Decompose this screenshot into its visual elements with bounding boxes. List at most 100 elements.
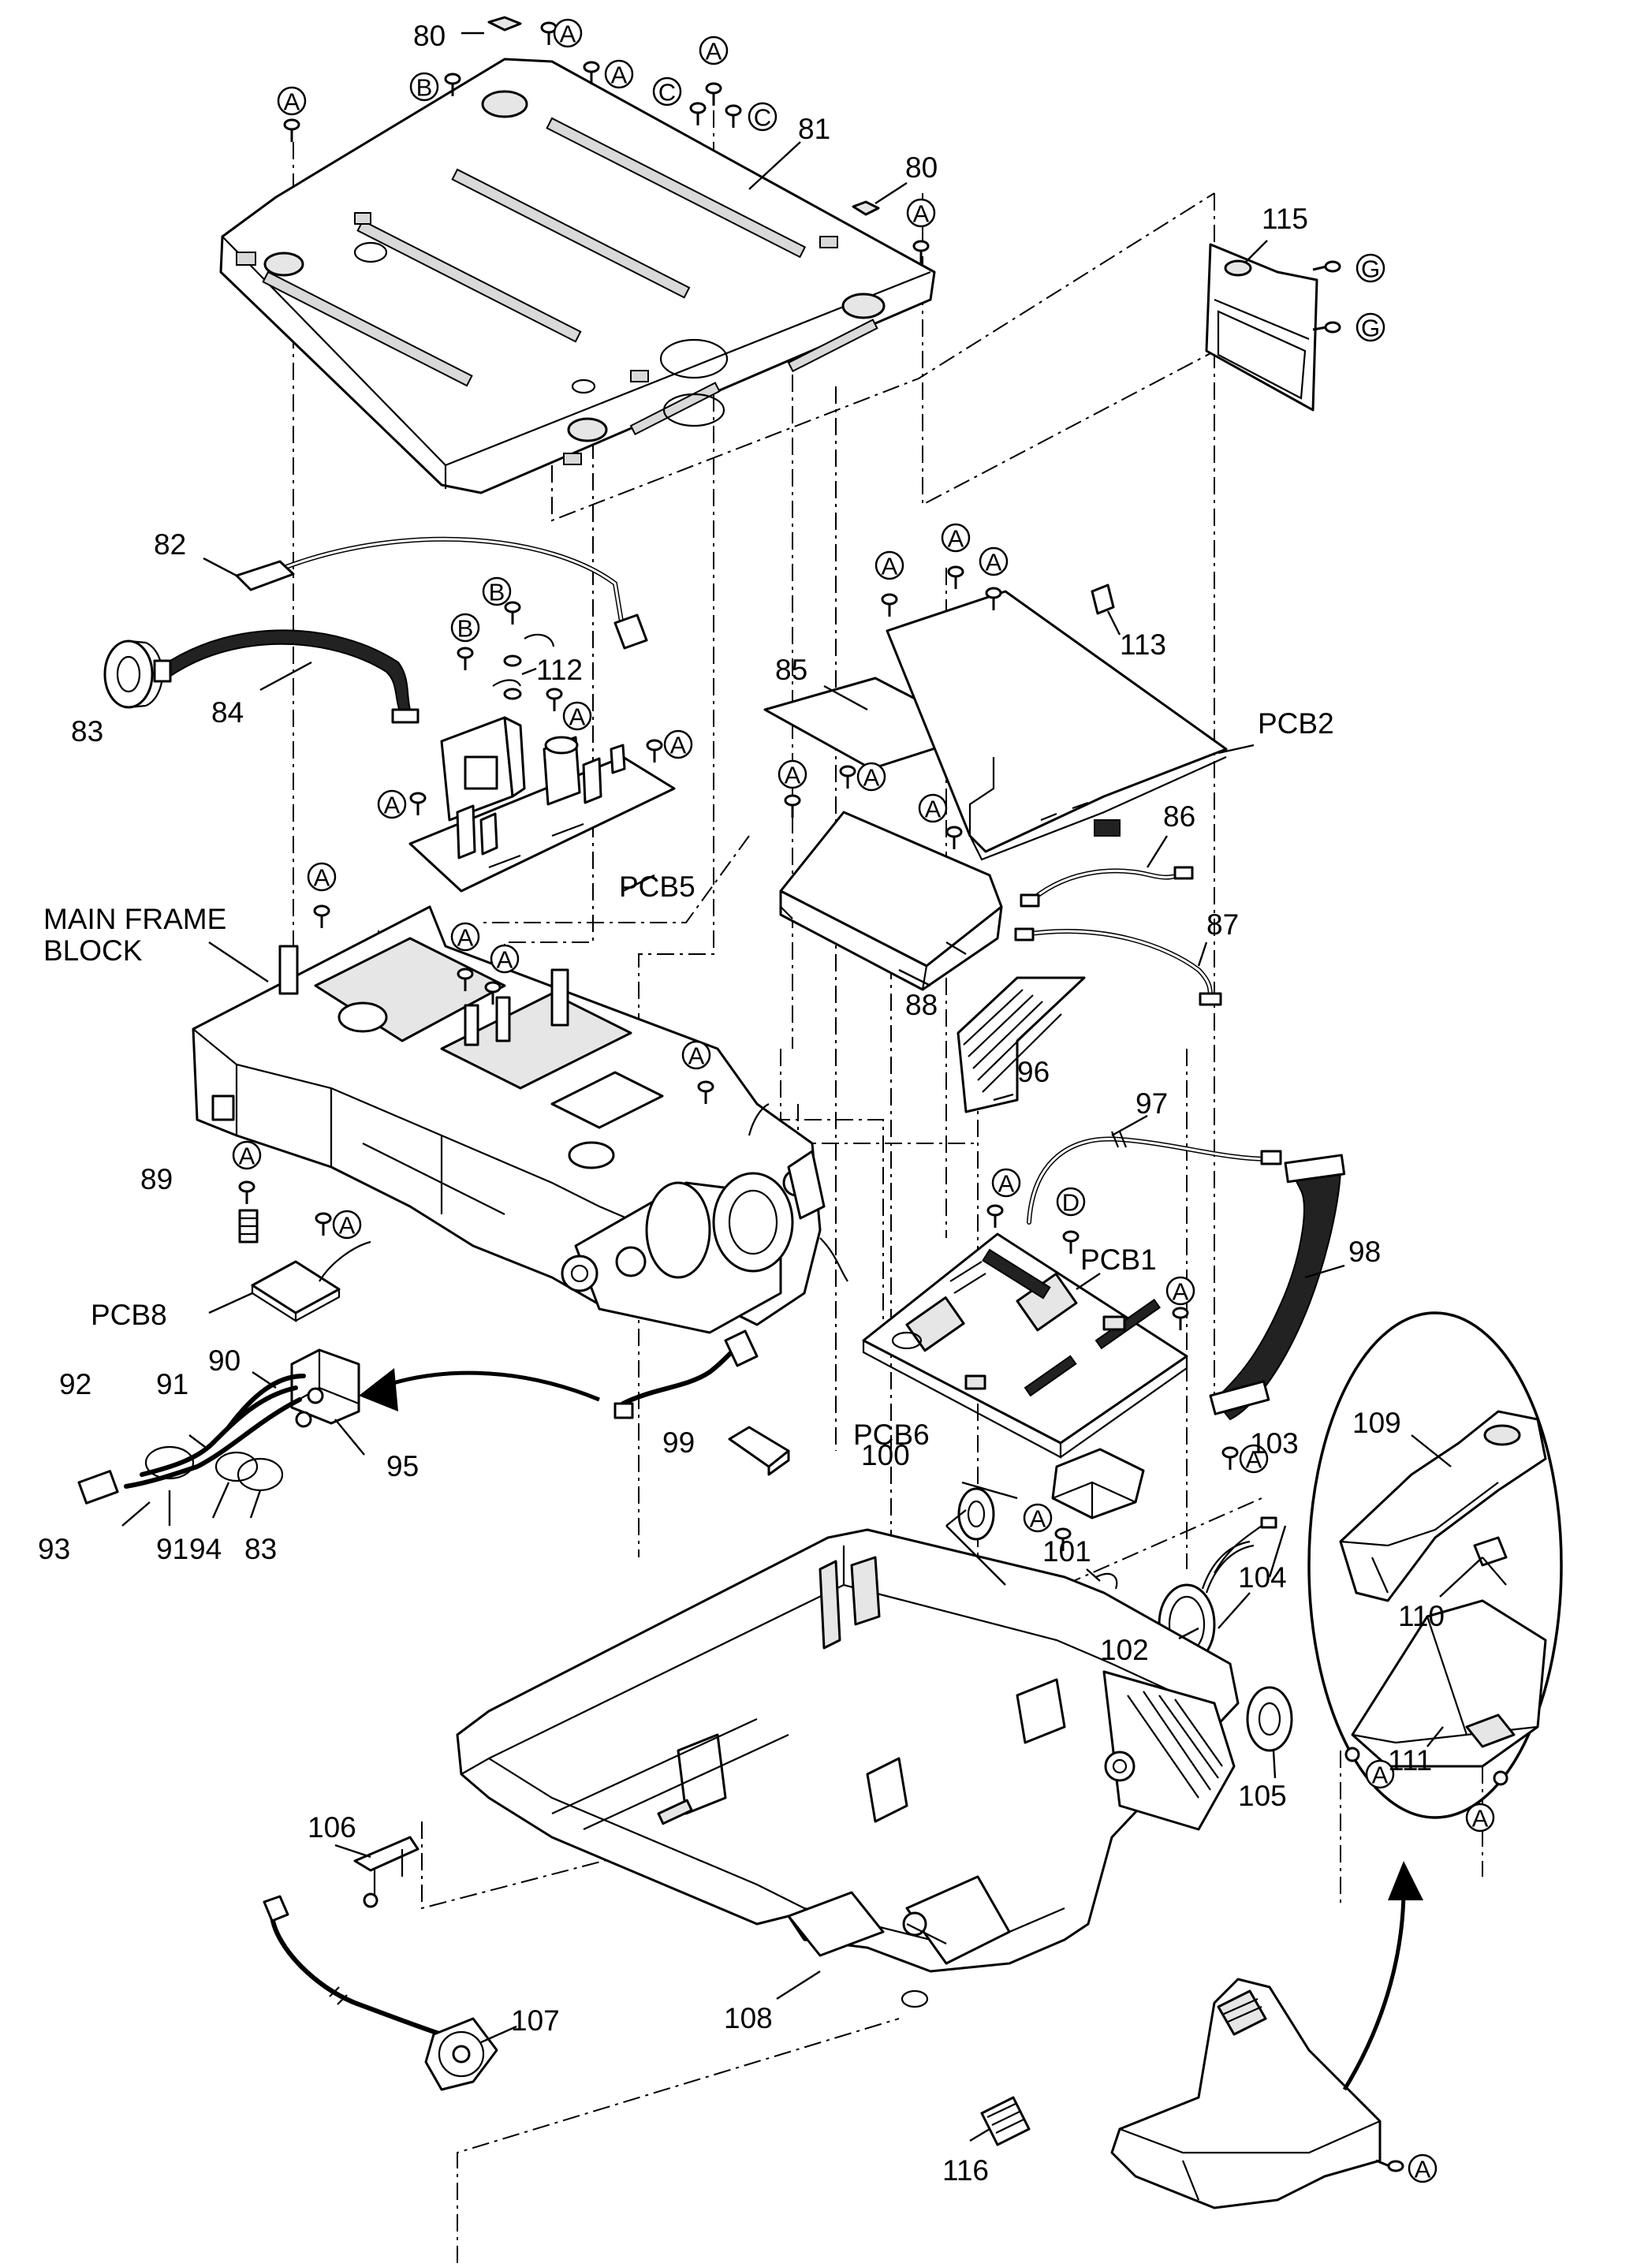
top-cover-plate xyxy=(219,58,936,494)
svg-text:D: D xyxy=(1062,1189,1080,1217)
svg-text:A: A xyxy=(239,1143,255,1170)
svg-text:C: C xyxy=(754,104,771,132)
svg-text:G: G xyxy=(1361,315,1380,342)
screw-code-g: G xyxy=(1356,253,1385,283)
svg-text:A: A xyxy=(882,553,898,580)
screw-code-a: A xyxy=(1165,1276,1195,1306)
part-label-95: 95 xyxy=(386,1450,419,1482)
svg-text:A: A xyxy=(284,88,300,116)
wire-harness-90-95 xyxy=(77,1329,759,1504)
screw xyxy=(912,240,930,263)
screw-code-a: A xyxy=(1465,1803,1495,1833)
screw-code-a: A xyxy=(553,18,583,48)
screw-code-a: A xyxy=(277,86,307,116)
part-label-83: 83 xyxy=(71,715,103,748)
screw xyxy=(1172,1307,1189,1330)
screw-code-a: A xyxy=(874,550,904,580)
part-label-93: 93 xyxy=(38,1533,70,1565)
board-label-pcb1: PCB1 xyxy=(1080,1243,1157,1276)
svg-text:A: A xyxy=(863,764,880,792)
screw xyxy=(313,904,330,928)
rubber-pad-80-top xyxy=(487,16,522,32)
shield-box-88 xyxy=(779,811,1003,991)
screw xyxy=(839,765,856,789)
cable-97 xyxy=(1027,1131,1282,1225)
ribbon-cable-98 xyxy=(1209,1154,1346,1421)
screw-code-b: B xyxy=(450,613,480,643)
svg-text:A: A xyxy=(1030,1505,1046,1533)
screw xyxy=(444,73,461,96)
screw-code-a: A xyxy=(991,1168,1021,1198)
screw-code-a: A xyxy=(699,35,729,65)
screw xyxy=(546,688,563,711)
screw xyxy=(457,968,474,991)
main-frame-label-line1: MAIN FRAME xyxy=(43,903,226,935)
part-label-99: 99 xyxy=(662,1426,695,1459)
screw-code-a: A xyxy=(979,546,1009,576)
screw-code-a: A xyxy=(663,729,693,759)
screw xyxy=(583,61,600,84)
svg-text:A: A xyxy=(948,525,964,553)
screw xyxy=(315,1212,332,1236)
screw-code-c: C xyxy=(748,102,778,132)
board-pcb8 xyxy=(251,1240,371,1323)
part-label-100: 100 xyxy=(861,1439,910,1471)
part-label-112: 112 xyxy=(536,654,583,686)
svg-text:G: G xyxy=(1361,255,1380,283)
screw xyxy=(945,826,963,849)
standoff-89 xyxy=(238,1209,259,1243)
part-label-80: 80 xyxy=(905,151,938,184)
screw xyxy=(646,739,663,763)
screw-code-a: A xyxy=(332,1210,362,1240)
screw-code-a: A xyxy=(906,198,936,228)
screw-code-a: A xyxy=(232,1140,262,1170)
svg-text:A: A xyxy=(339,1212,356,1240)
screw-code-a: A xyxy=(562,701,592,731)
svg-text:A: A xyxy=(998,1170,1015,1198)
flex-cable-96 xyxy=(957,976,1086,1113)
svg-text:B: B xyxy=(416,74,433,102)
part-label-92: 92 xyxy=(59,1368,91,1400)
svg-text:A: A xyxy=(925,796,942,823)
part-label-87: 87 xyxy=(1206,908,1239,941)
main-frame-label-line2: BLOCK xyxy=(43,934,143,967)
cable-87 xyxy=(1014,927,1222,1006)
screw-code-g: G xyxy=(1356,312,1385,342)
svg-text:A: A xyxy=(497,946,513,974)
screw xyxy=(784,794,801,818)
part-label-90: 90 xyxy=(208,1344,241,1377)
screw-code-a: A xyxy=(1365,1759,1395,1789)
part-label-103: 103 xyxy=(1250,1427,1299,1460)
screw xyxy=(697,1080,714,1104)
svg-text:A: A xyxy=(986,549,1002,576)
screw xyxy=(985,587,1002,610)
part-label-102: 102 xyxy=(1100,1634,1149,1666)
part-label-106: 106 xyxy=(308,1811,356,1844)
svg-text:A: A xyxy=(611,62,628,89)
screw-code-a: A xyxy=(450,922,480,952)
screw xyxy=(484,981,502,1005)
svg-text:A: A xyxy=(1372,1762,1389,1789)
part-label-110: 110 xyxy=(1398,1600,1445,1632)
svg-text:A: A xyxy=(1472,1805,1489,1833)
board-label-pcb6: PCB6 xyxy=(853,1419,930,1451)
screw xyxy=(725,104,742,128)
screw-code-a: A xyxy=(681,1040,711,1070)
svg-text:A: A xyxy=(457,924,474,952)
svg-text:A: A xyxy=(785,762,801,789)
part-label-97: 97 xyxy=(1136,1087,1168,1120)
screw xyxy=(705,82,722,106)
ferrite-core-105 xyxy=(1246,1686,1293,1752)
main-board-pcb1 xyxy=(862,1232,1188,1459)
board-label-pcb2: PCB2 xyxy=(1258,707,1334,740)
svg-text:A: A xyxy=(670,732,687,759)
screw-code-a: A xyxy=(377,789,407,819)
screw-code-a: A xyxy=(856,762,886,792)
filter-116 xyxy=(980,2096,1031,2146)
screw-code-a: A xyxy=(1239,1444,1269,1474)
screw xyxy=(881,593,898,617)
svg-text:A: A xyxy=(569,703,586,731)
screw xyxy=(1062,1230,1080,1254)
bracket-99 xyxy=(728,1426,790,1476)
